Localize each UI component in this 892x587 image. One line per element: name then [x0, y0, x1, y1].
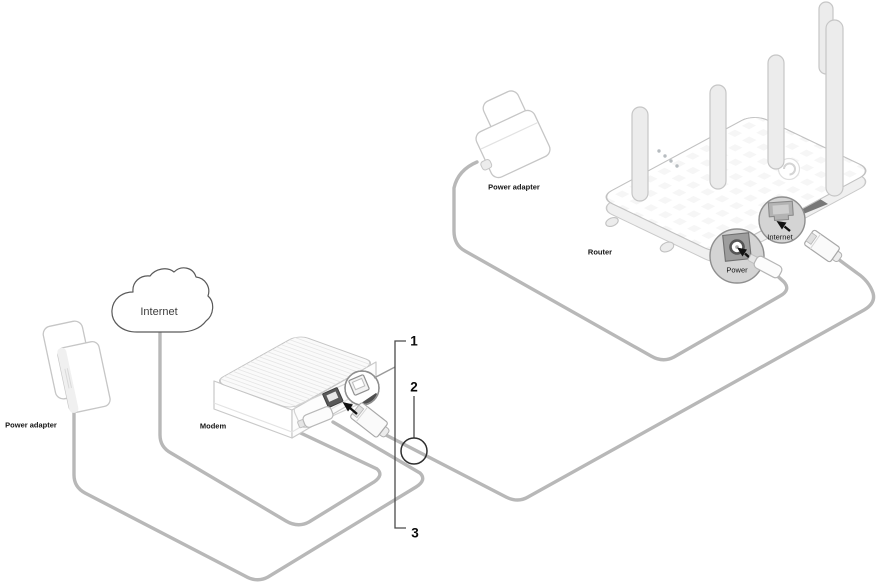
step-2-number: 2: [410, 379, 418, 395]
modem-illustration: [213, 336, 396, 439]
router-led-indicators: [657, 149, 679, 168]
modem-port-callout: [344, 366, 396, 406]
ethernet-connector-router: [804, 229, 843, 263]
router-power-callout: [709, 228, 765, 284]
power-adapter-top-label: Power adapter: [488, 182, 540, 192]
internet-arrow-icon: [776, 221, 791, 232]
cloud-shape: [111, 267, 214, 333]
modem-top-face: [219, 336, 371, 408]
callout-leader-line: [373, 366, 396, 379]
step-3-number: 3: [411, 525, 419, 541]
power-adapter-top-illustration: [475, 90, 551, 179]
router-antenna: [825, 19, 844, 197]
router-foot: [659, 241, 675, 253]
modem-label: Modem: [199, 421, 227, 431]
ethernet-connector-modem: [350, 402, 390, 438]
modem-power-plug: [302, 406, 334, 428]
router-label: Router: [587, 247, 613, 257]
power-port-label: Power: [726, 265, 748, 275]
router-antenna: [709, 84, 727, 190]
router-antenna: [631, 106, 649, 202]
step2-highlight-circle: [400, 437, 428, 465]
router-power-plug: [747, 254, 783, 279]
ethernet-cable: [382, 257, 876, 502]
router-power-cable: [452, 160, 789, 362]
power-adapter-left-label: Power adapter: [5, 420, 57, 430]
modem-plug-arrow-icon: [342, 402, 358, 415]
router-foot: [605, 217, 619, 227]
adapter-body: [475, 109, 551, 179]
internet-cloud-label: Internet: [140, 306, 178, 318]
power-adapter-left-illustration: [42, 320, 111, 413]
step-annotations: [394, 340, 428, 529]
cables: [72, 160, 876, 582]
modem-power-cable: [72, 408, 425, 582]
router-internet-callout: [758, 196, 806, 244]
step-bracket: [394, 340, 406, 529]
router-antenna: [767, 54, 785, 170]
internet-line-cable: [158, 331, 382, 527]
step-1-number: 1: [410, 333, 418, 349]
internet-cloud: [111, 267, 214, 333]
internet-port-label: Internet: [767, 232, 793, 242]
router-illustration: [599, 1, 873, 262]
